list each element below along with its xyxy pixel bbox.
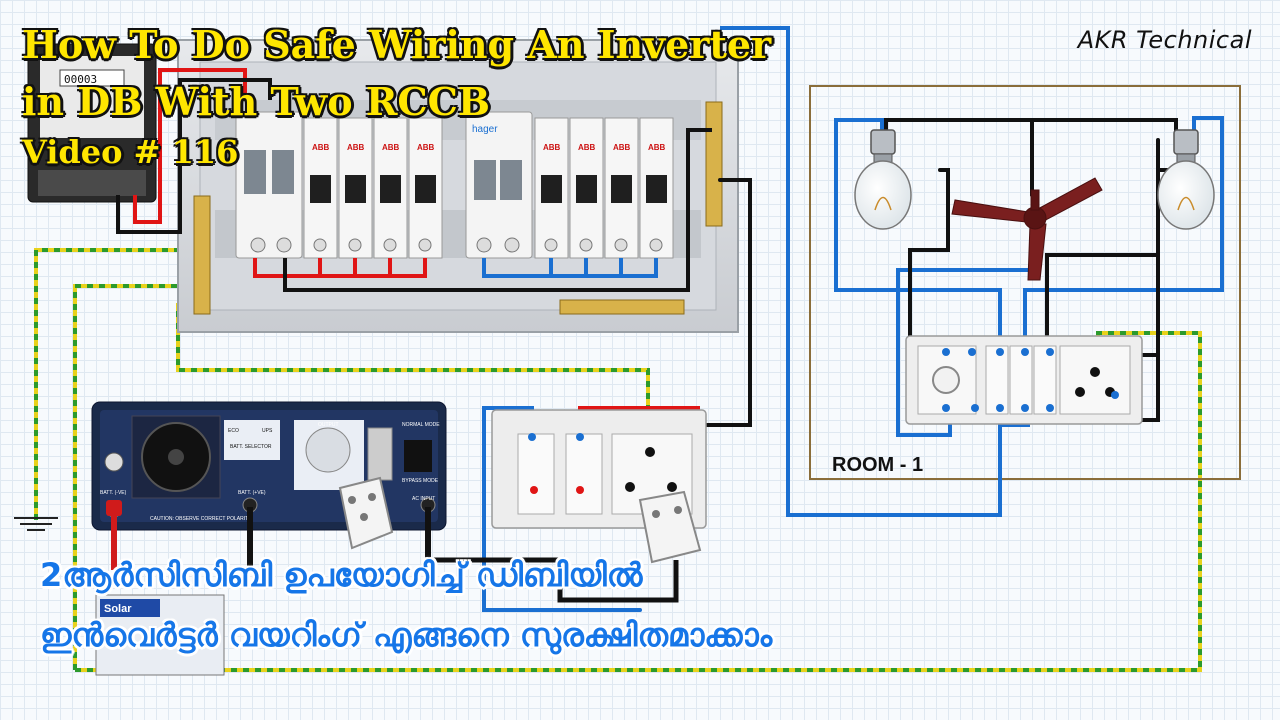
svg-text:ABB: ABB <box>312 143 330 152</box>
neutral-busbar <box>482 258 658 278</box>
svg-text:AC INPUT: AC INPUT <box>412 496 435 502</box>
battery-terminals <box>106 500 122 516</box>
svg-text:ABB: ABB <box>578 143 596 152</box>
bulb-left-icon <box>854 129 912 230</box>
svg-text:00003: 00003 <box>64 73 97 86</box>
svg-text:ABB: ABB <box>347 143 365 152</box>
malayalam-caption-line-2: ഇൻവെർട്ടർ വയറിംഗ് എങ്ങനെ സുരക്ഷിതമാക്കാം <box>40 616 773 654</box>
malayalam-caption-line-1: 2ആർസിസിബി ഉപയോഗിച്ച് ഡിബിയിൽ <box>40 556 643 594</box>
socket-terminals <box>528 433 584 494</box>
svg-text:ECO: ECO <box>228 428 239 434</box>
svg-text:BATT. SELECTOR: BATT. SELECTOR <box>230 444 272 450</box>
bulb-right-icon <box>1157 129 1215 230</box>
svg-text:UPS: UPS <box>262 428 273 434</box>
mcb-brand-labels: ABB ABB ABB ABB ABB ABB ABB ABB <box>312 143 666 152</box>
inverter-plug-icon <box>338 476 394 550</box>
svg-text:ABB: ABB <box>543 143 561 152</box>
svg-text:BATT. (-VE): BATT. (-VE) <box>100 490 127 496</box>
mcb-bank-2 <box>534 117 674 259</box>
inverter <box>91 401 447 531</box>
ground-symbol <box>14 517 58 531</box>
meter-wires <box>116 68 272 234</box>
room-box <box>809 85 1241 480</box>
svg-text:hager: hager <box>472 124 498 135</box>
room-label: ROOM - 1 <box>832 454 924 476</box>
neutral-feed-wire <box>720 26 1002 517</box>
rccb-1 <box>235 111 303 259</box>
socket-plug-icon <box>638 490 702 564</box>
svg-text:ABB: ABB <box>613 143 631 152</box>
svg-text:OUTPUT: OUTPUT <box>318 422 339 428</box>
svg-text:ABB: ABB <box>648 143 666 152</box>
title-line-3: Video # 116 <box>22 133 239 171</box>
title-line-2: in DB With Two RCCB <box>22 79 491 124</box>
ceiling-fan-icon <box>951 177 1103 281</box>
brand-label: AKR Technical <box>1077 26 1252 54</box>
switchboard-terminals <box>942 348 1119 412</box>
inverter-phase-wire <box>283 128 712 292</box>
phase-busbar <box>253 258 427 278</box>
plug-cable <box>427 557 679 603</box>
svg-text:NORMAL MODE: NORMAL MODE <box>402 422 440 428</box>
rccb-2: hager <box>465 111 533 259</box>
inverter-labels: BATT. (-VE) BATT. (+VE) OUTPUT NORMAL MO… <box>100 422 440 522</box>
svg-text:CAUTION: OBSERVE CORRECT POLAR: CAUTION: OBSERVE CORRECT POLARITY <box>150 516 252 522</box>
svg-text:BATT. (+VE): BATT. (+VE) <box>238 490 266 496</box>
svg-text:ABB: ABB <box>417 143 435 152</box>
energy-meter: 00003 <box>27 43 157 203</box>
neutral-bar-right <box>705 101 723 227</box>
room-switchboard <box>905 335 1143 425</box>
svg-text:ABB: ABB <box>382 143 400 152</box>
earth-bar-bottom <box>559 299 685 315</box>
title-line-1: How To Do Safe Wiring An Inverter <box>22 22 772 67</box>
mcb-bank-1 <box>303 117 443 259</box>
svg-text:Solar: Solar <box>104 603 132 615</box>
svg-text:BYPASS MODE: BYPASS MODE <box>402 478 439 484</box>
earth-bar-left <box>193 195 211 315</box>
solar-panel: Solar <box>95 594 225 676</box>
